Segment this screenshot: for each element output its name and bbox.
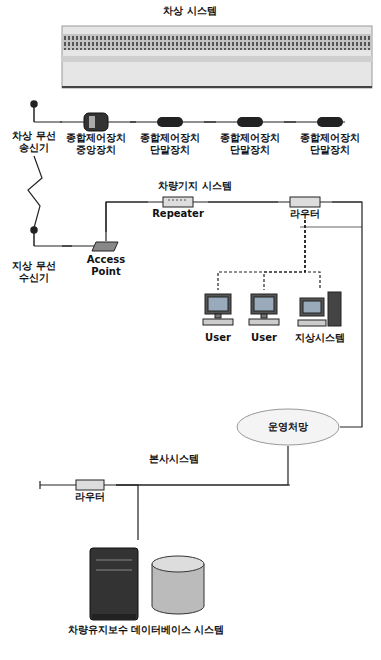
- server-node: 차량유지보수 데이터베이스 시스템: [66, 540, 226, 636]
- node-label: 종합제어장치 중앙장치: [62, 132, 130, 156]
- section-label: 차량기지 시스템: [136, 180, 254, 192]
- network-line: [130, 121, 136, 122]
- computer-node: User: [196, 290, 240, 344]
- node-label: 지상시스템: [294, 332, 346, 344]
- access-point-node: Access Point: [72, 232, 140, 278]
- network-line: [305, 220, 320, 290]
- node-label: 종합제어장치 단말장치: [136, 132, 204, 156]
- node-label: Repeater: [148, 208, 208, 220]
- network-line: [208, 201, 278, 202]
- antenna-node: 지상 무선 수신기: [6, 228, 62, 284]
- control-unit-symbol: [84, 113, 343, 131]
- node-label: 라우터: [64, 491, 116, 503]
- network-cloud: 운영처망: [236, 408, 340, 446]
- network-line: [264, 220, 305, 290]
- database-symbol: [152, 556, 204, 614]
- node-label: 차량유지보수 데이터베이스 시스템: [66, 624, 226, 636]
- computer-node: 지상시스템: [294, 290, 346, 344]
- node-label: 운영처망: [268, 421, 308, 433]
- repeater-node: Repeater: [148, 194, 208, 220]
- node-label: 종합제어장치 단말장치: [296, 132, 364, 156]
- section-label: 본사시스템: [132, 453, 216, 465]
- network-line: [116, 446, 288, 485]
- wireless-link: [28, 156, 42, 228]
- router-symbol: [76, 197, 320, 490]
- node-label: 종합제어장치 단말장치: [216, 132, 284, 156]
- rail-bus: [34, 122, 362, 489]
- network-line: [60, 121, 62, 122]
- network-line: [62, 245, 72, 246]
- router-node: 라우터: [64, 477, 116, 503]
- antenna-symbol: [31, 101, 37, 246]
- network-line: [116, 485, 138, 540]
- network-line: [218, 220, 305, 290]
- diagram-title: 차상 시스템: [120, 4, 260, 18]
- control-unit-node: 종합제어장치 단말장치: [216, 110, 284, 156]
- node-label: 차상 무선 송신기: [8, 130, 60, 154]
- computer-symbol: [203, 292, 341, 326]
- server-symbol: [90, 548, 138, 620]
- train-illustration: [62, 26, 372, 88]
- control-unit-node: 종합제어장치 단말장치: [296, 110, 364, 156]
- node-label: User: [196, 332, 240, 344]
- node-label: 지상 무선 수신기: [6, 260, 62, 284]
- repeater-symbol: [163, 197, 193, 207]
- computer-node: User: [242, 290, 286, 344]
- network-line: [204, 121, 216, 122]
- control-unit-node: 종합제어장치 중앙장치: [62, 110, 130, 156]
- node-label: 라우터: [278, 208, 332, 220]
- access-point-symbol: [92, 242, 118, 251]
- network-line: [284, 121, 296, 122]
- network-line: [106, 202, 148, 232]
- node-label: Access Point: [72, 254, 140, 278]
- node-label: User: [242, 332, 286, 344]
- network-line: [332, 202, 362, 427]
- router-node: 라우터: [278, 194, 332, 220]
- control-unit-node: 종합제어장치 단말장치: [136, 110, 204, 156]
- antenna-node: 차상 무선 송신기: [8, 100, 60, 154]
